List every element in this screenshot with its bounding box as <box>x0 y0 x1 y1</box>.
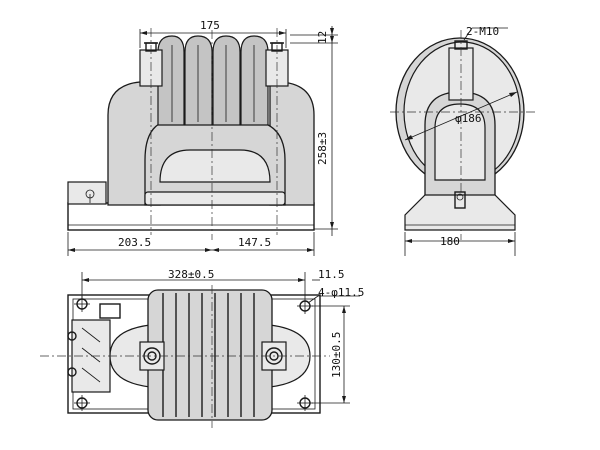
plan-view <box>40 285 330 428</box>
dim-top-width: 175 <box>200 19 220 32</box>
shed-3 <box>212 35 241 126</box>
shed-1 <box>157 35 185 126</box>
dim-plan-length: 328±0.5 <box>168 268 214 281</box>
dim-overall-height: 258±3 <box>316 132 329 165</box>
secondary-terminal-box <box>67 181 107 205</box>
dim-side-base: 180 <box>440 235 460 248</box>
dim-terminal-height: 12 <box>316 31 329 44</box>
plan-fins <box>162 293 255 417</box>
dim-hole-offset: 11.5 <box>318 268 345 281</box>
dim-right-span: 147.5 <box>238 236 271 249</box>
side-base <box>404 194 516 231</box>
dim-plan-width: 130±0.5 <box>330 332 343 378</box>
core-window <box>159 149 271 183</box>
shed-4 <box>240 35 269 126</box>
dim-side-diameter: φ186 <box>455 112 482 125</box>
front-view <box>67 28 315 240</box>
dim-stud-spec: 2-M10 <box>466 25 499 38</box>
side-dimensions: 2-M10 φ186 180 <box>404 25 518 256</box>
dim-mount-holes: 4-φ11.5 <box>318 286 364 299</box>
mounting-holes <box>74 296 313 411</box>
plan-dimensions: 328±0.5 11.5 4-φ11.5 130±0.5 <box>81 268 364 404</box>
front-dimensions: 175 12 258±3 203.5 147.5 <box>67 19 338 256</box>
shed-2 <box>184 35 213 126</box>
side-view <box>390 30 535 240</box>
dim-left-span: 203.5 <box>118 236 151 249</box>
